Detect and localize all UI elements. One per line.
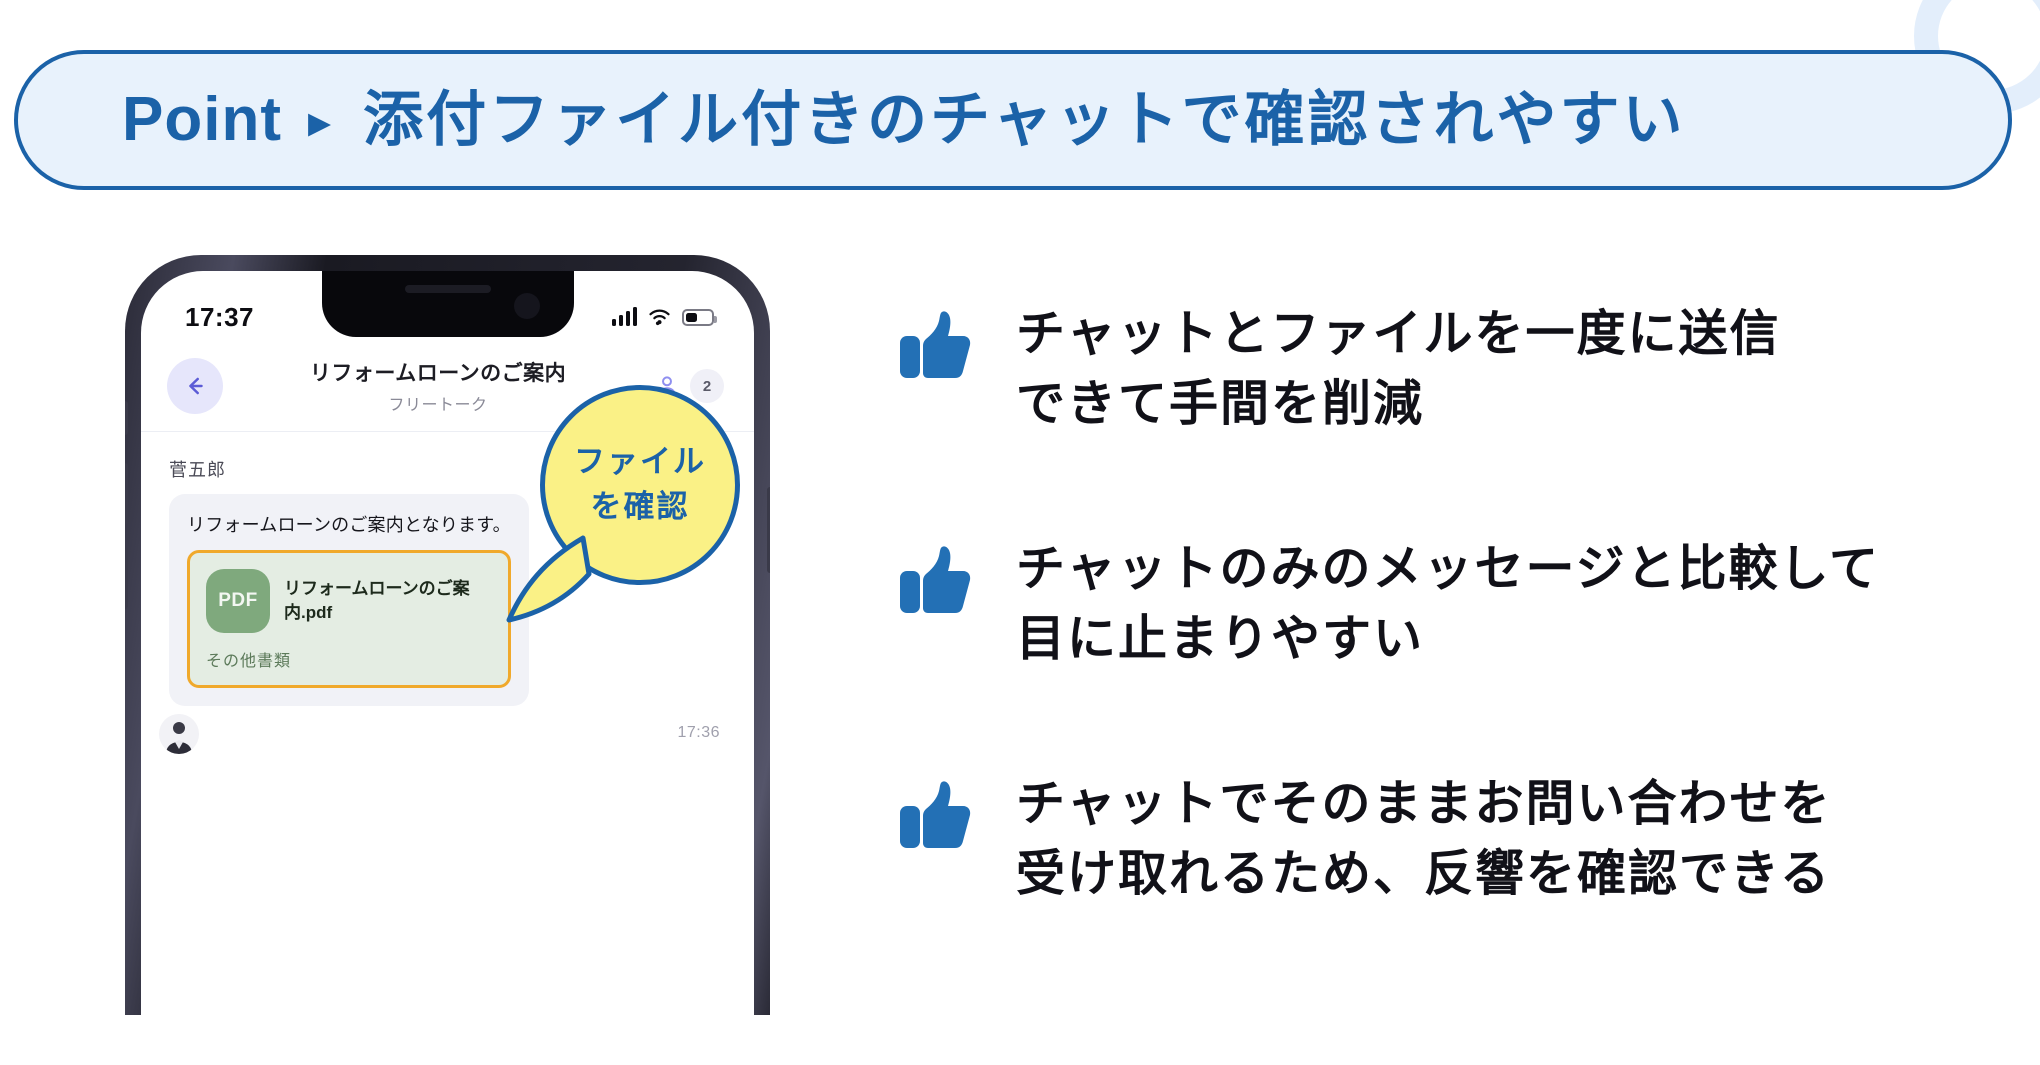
- chat-header-titles: リフォームローンのご案内 フリートーク: [223, 357, 653, 415]
- user-avatar-icon: [159, 714, 199, 755]
- benefit-text: チャットでそのままお問い合わせを 受け取れるため、反響を確認できる: [1016, 770, 1832, 909]
- phone-frame: 17:37: [125, 255, 770, 1015]
- mute-switch[interactable]: [125, 401, 128, 435]
- file-attachment-card[interactable]: PDF リフォームローンのご案内.pdf その他書類: [187, 550, 511, 689]
- chat-bubble: リフォームローンのご案内となります。 PDF リフォームローンのご案内.pdf …: [169, 494, 529, 707]
- thumbs-up-icon: [898, 776, 980, 861]
- benefit-line-2: 目に止まりやすい: [1016, 611, 1425, 666]
- banner-point-label: Point: [122, 85, 282, 154]
- benefits-list: チャットとファイルを一度に送信 できて手間を削減 チャットのみのメッセージと比較…: [898, 300, 2008, 909]
- caret-right-icon: ▸: [307, 95, 332, 147]
- back-arrow-icon: [189, 377, 203, 395]
- callout-tail-icon: [506, 535, 592, 623]
- thumbs-up-icon: [898, 541, 980, 626]
- benefit-line-1: チャットのみのメッセージと比較して: [1016, 542, 1881, 597]
- callout-line-1: ファイル: [574, 444, 706, 480]
- benefit-item: チャットでそのままお問い合わせを 受け取れるため、反響を確認できる: [898, 770, 2008, 909]
- message-time: 17:36: [677, 724, 720, 742]
- chat-subtitle: フリートーク: [388, 397, 488, 414]
- phone-notch: [321, 271, 574, 337]
- banner-content: Point ▸ 添付ファイル付きのチャットで確認されやすい: [18, 87, 1685, 153]
- file-row: PDF リフォームローンのご案内.pdf: [206, 569, 494, 634]
- message-footer: 17:36: [159, 710, 726, 766]
- cellular-signal-icon: [611, 307, 637, 326]
- battery-icon: [682, 308, 717, 326]
- phone-mockup: 17:37: [125, 255, 770, 1015]
- chat-body: 菅五郎 リフォームローンのご案内となります。 PDF リフォームローンのご案内.…: [141, 432, 754, 832]
- power-button[interactable]: [767, 487, 770, 573]
- avatar: [159, 714, 199, 755]
- message-sender: 菅五郎: [169, 460, 226, 480]
- volume-down-button[interactable]: [125, 547, 128, 609]
- thumbs-up-icon: [898, 306, 980, 391]
- benefit-text: チャットのみのメッセージと比較して 目に止まりやすい: [1016, 535, 1880, 674]
- benefit-line-1: チャットとファイルを一度に送信: [1016, 307, 1781, 361]
- point-banner: Point ▸ 添付ファイル付きのチャットで確認されやすい: [14, 50, 2012, 190]
- status-time: 17:37: [185, 301, 254, 332]
- callout-bubble: ファイル を確認: [506, 385, 740, 623]
- volume-up-button[interactable]: [125, 463, 128, 525]
- benefit-item: チャットのみのメッセージと比較して 目に止まりやすい: [898, 535, 2008, 674]
- message-text: リフォームローンのご案内となります。: [187, 515, 511, 535]
- wifi-icon: [649, 309, 670, 326]
- member-count-badge: 2: [690, 369, 724, 403]
- benefit-line-2: できて手間を削減: [1016, 376, 1425, 431]
- benefit-line-1: チャットでそのままお問い合わせを: [1016, 777, 1832, 832]
- pdf-icon: PDF: [206, 569, 270, 634]
- phone-screen: 17:37: [141, 271, 754, 1015]
- benefit-text: チャットとファイルを一度に送信 できて手間を削減: [1016, 300, 1781, 439]
- file-name: リフォームローンのご案内.pdf: [284, 579, 470, 623]
- chat-title: リフォームローンのご案内: [309, 362, 567, 385]
- file-category: その他書類: [206, 653, 292, 671]
- banner-title: 添付ファイル付きのチャットで確認されやすい: [363, 86, 1686, 153]
- benefit-line-2: 受け取れるため、反響を確認できる: [1016, 846, 1832, 901]
- earpiece-speaker: [404, 285, 491, 293]
- status-bar: 17:37: [141, 271, 754, 341]
- benefit-item: チャットとファイルを一度に送信 できて手間を削減: [898, 300, 2008, 439]
- front-camera: [513, 293, 540, 319]
- callout-line-2: を確認: [590, 489, 690, 524]
- back-button[interactable]: [167, 358, 223, 414]
- status-icons: [611, 307, 717, 326]
